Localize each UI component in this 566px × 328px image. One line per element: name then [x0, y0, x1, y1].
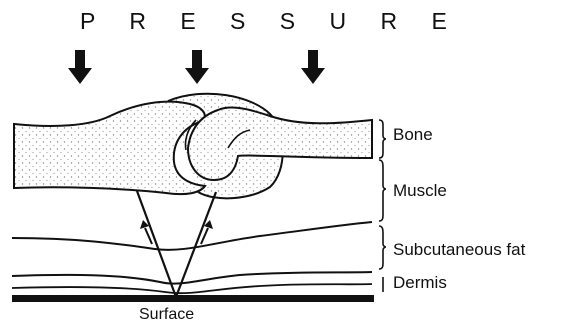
- muscle-fat-boundary: [12, 222, 372, 250]
- fat-dermis-boundary: [12, 272, 372, 284]
- down-arrow-icon: [185, 50, 209, 84]
- muscle-bracket: [379, 160, 386, 221]
- bone-bracket: [379, 120, 386, 158]
- surface-bar: [12, 295, 374, 302]
- subcutaneous-fat-label: Subcutaneous fat: [393, 240, 525, 260]
- surface-label: Surface: [139, 306, 194, 324]
- bone-label: Bone: [393, 125, 433, 145]
- diagram-title: P R E S S U R E: [80, 8, 461, 35]
- down-arrow-icon: [68, 50, 92, 84]
- muscle-label: Muscle: [393, 181, 447, 201]
- fat-bracket: [379, 226, 386, 269]
- dermis-label: Dermis: [393, 273, 447, 293]
- down-arrow-icon: [301, 50, 325, 84]
- bone-left: [14, 102, 205, 195]
- pressure-cone: [137, 191, 216, 297]
- dermis-line: [12, 284, 372, 293]
- shear-arrow-left-icon: [140, 220, 152, 244]
